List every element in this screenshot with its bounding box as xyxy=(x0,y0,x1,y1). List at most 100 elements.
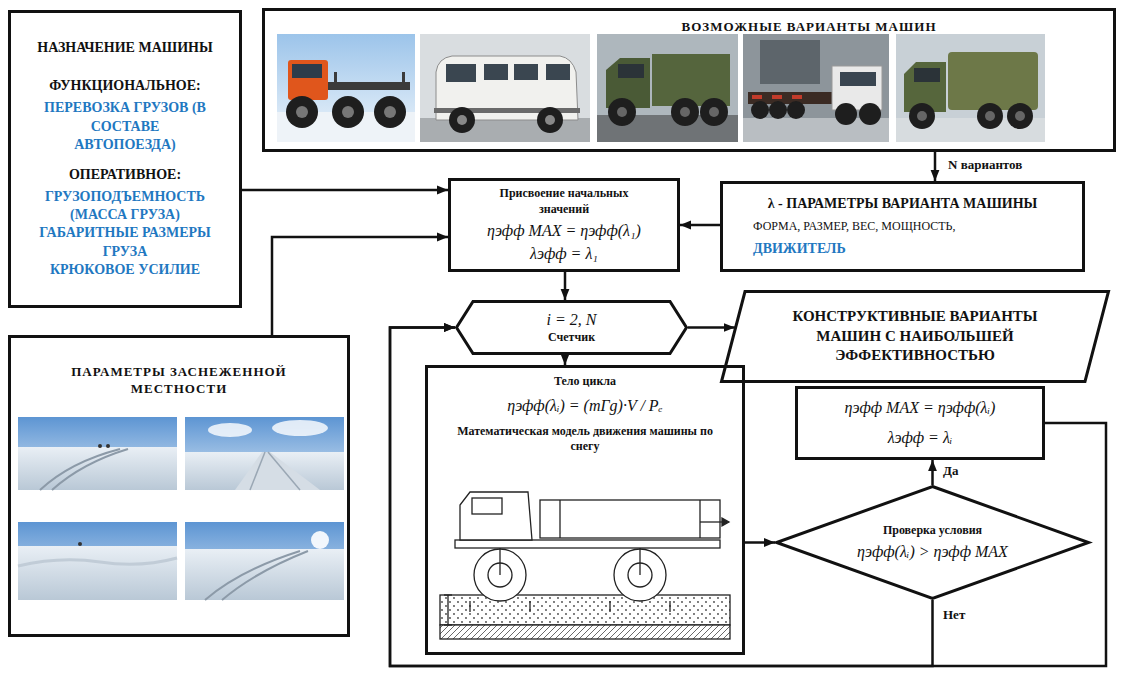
terrain-photo xyxy=(185,522,344,600)
terrain-photo xyxy=(235,452,320,490)
truck-snow-model xyxy=(440,595,730,625)
vehicle-photo xyxy=(457,115,467,125)
shape-outline xyxy=(457,302,687,354)
vehicle-photo xyxy=(384,106,396,118)
flow-arrow xyxy=(688,326,735,329)
vehicle-photo xyxy=(743,34,889,142)
truck-snow-model xyxy=(639,548,640,575)
vehicle-photo xyxy=(545,115,555,125)
terrain-photo xyxy=(268,452,300,490)
vehicle-photo xyxy=(832,66,882,110)
flow-arrow xyxy=(931,460,934,485)
truck-snow-model xyxy=(722,518,729,526)
vehicle-photo xyxy=(835,103,857,125)
terrain-photo xyxy=(208,423,252,437)
terrain-photo xyxy=(18,522,177,600)
terrain-photo xyxy=(250,452,265,490)
vehicle-photo xyxy=(909,103,935,129)
terrain-photo xyxy=(106,444,110,448)
truck-snow-model xyxy=(474,549,526,601)
edge-label: N вариантов xyxy=(946,157,1024,173)
truck-snow-model xyxy=(559,500,560,538)
node-text: КОНСТРУКТИВНЫЕ ВАРИАНТЫ МАШИН С НАИБОЛЬШ… xyxy=(775,307,1055,366)
vehicle-photo xyxy=(342,106,354,118)
shape-outline xyxy=(722,292,1109,382)
node-text: i = 2, N xyxy=(547,310,597,330)
vehicle-photo xyxy=(769,101,787,119)
node-text: Присвоение начальных значений xyxy=(484,186,644,217)
vehicle-photo xyxy=(328,82,410,90)
terrain-photo xyxy=(18,417,177,490)
terrain-photo xyxy=(18,546,177,600)
terrain-panel: ПАРАМЕТРЫ ЗАСНЕЖЕННОЙ МЕСТНОСТИ xyxy=(8,335,350,637)
flow-arrow xyxy=(934,152,937,181)
vehicle-photo xyxy=(296,106,308,118)
truck-snow-model xyxy=(444,624,452,625)
truck-snow-model xyxy=(609,601,610,612)
truck-snow-model xyxy=(472,498,502,514)
vehicle-photo xyxy=(709,107,719,117)
vehicle-photo xyxy=(671,98,699,126)
truck-snow-model xyxy=(529,601,530,612)
node-text: ФОРМА, РАЗМЕР, ВЕС, МОЩНОСТЬ, xyxy=(739,219,1066,235)
vehicle-photo xyxy=(700,98,728,126)
terrain-photo xyxy=(185,417,344,490)
truck-snow-model xyxy=(469,601,470,612)
flow-arrow xyxy=(564,355,567,365)
condition-diamond: Проверка условияηэфф(λᵢ) > ηэфф MAX xyxy=(775,485,1090,600)
terrain-photo xyxy=(18,447,177,490)
vehicle-photo xyxy=(402,72,405,82)
truck-snow-model xyxy=(700,521,722,522)
terrain-photo xyxy=(78,542,82,546)
vehicle-photo xyxy=(840,72,876,86)
vehicle-photo xyxy=(514,64,538,80)
node-text: λ - ПАРАМЕТРЫ ВАРИАНТА МАШИНЫ xyxy=(739,195,1066,213)
vehicle-photo xyxy=(420,118,590,142)
edge-label: Нет xyxy=(941,607,967,623)
truck-snow-model xyxy=(447,595,448,625)
vehicle-photo xyxy=(752,95,762,99)
vehicle-photo xyxy=(597,34,738,142)
terrain-photo xyxy=(185,417,344,490)
terrain-photo xyxy=(185,522,344,600)
vehicle-photo xyxy=(680,107,690,117)
vehicle-photo xyxy=(772,95,782,99)
vehicle-photo xyxy=(277,34,415,142)
truck-snow-model xyxy=(455,540,720,548)
truck-snow-model xyxy=(460,492,532,540)
vehicle-photo xyxy=(484,64,508,80)
vehicle-photo xyxy=(288,60,328,100)
terrain-photo xyxy=(18,417,177,490)
vehicle-photo xyxy=(917,111,927,121)
vehicle-photo xyxy=(292,64,322,78)
node-text: НАЗНАЧЕНИЕ МАШИНЫ xyxy=(37,39,212,57)
result-parallelogram: КОНСТРУКТИВНЫЕ ВАРИАНТЫ МАШИН С НАИБОЛЬШ… xyxy=(720,290,1110,383)
vehicle-photo xyxy=(896,34,1045,142)
purpose-box: НАЗНАЧЕНИЕ МАШИНЫФУНКЦИОНАЛЬНОЕ:ПЕРЕВОЗК… xyxy=(8,10,242,308)
vehicle-photo xyxy=(546,64,570,80)
vehicle-photo xyxy=(374,96,406,128)
node-text: ηэфф MAX = ηэфф(λᵢ) xyxy=(845,398,996,418)
vehicle-photo xyxy=(652,54,730,106)
truck-snow-model xyxy=(540,500,720,538)
truck-snow-model xyxy=(699,500,700,538)
vehicle-photo xyxy=(608,98,636,126)
vehicle-photo xyxy=(449,107,475,133)
terrain-photo xyxy=(52,449,128,490)
vehicle-photo xyxy=(334,72,337,82)
vehicle-photo xyxy=(446,64,476,82)
vehicle-photo xyxy=(896,34,1045,142)
node-text: ФУНКЦИОНАЛЬНОЕ: xyxy=(49,77,200,95)
node-text: ДВИЖИТЕЛЬ xyxy=(739,240,1066,258)
vehicle-photo xyxy=(1007,103,1033,129)
node-text: ГАБАРИТНЫЕ РАЗМЕРЫ ГРУЗА xyxy=(25,224,225,260)
truck-snow-model xyxy=(440,492,730,639)
node-text: λэфф = λᵢ xyxy=(888,428,953,448)
vehicle-photo xyxy=(1015,111,1025,121)
flow-arrow xyxy=(242,189,448,192)
flow-arrow xyxy=(272,237,448,335)
vehicle-photo xyxy=(859,103,881,125)
vehicle-photo xyxy=(792,95,802,99)
